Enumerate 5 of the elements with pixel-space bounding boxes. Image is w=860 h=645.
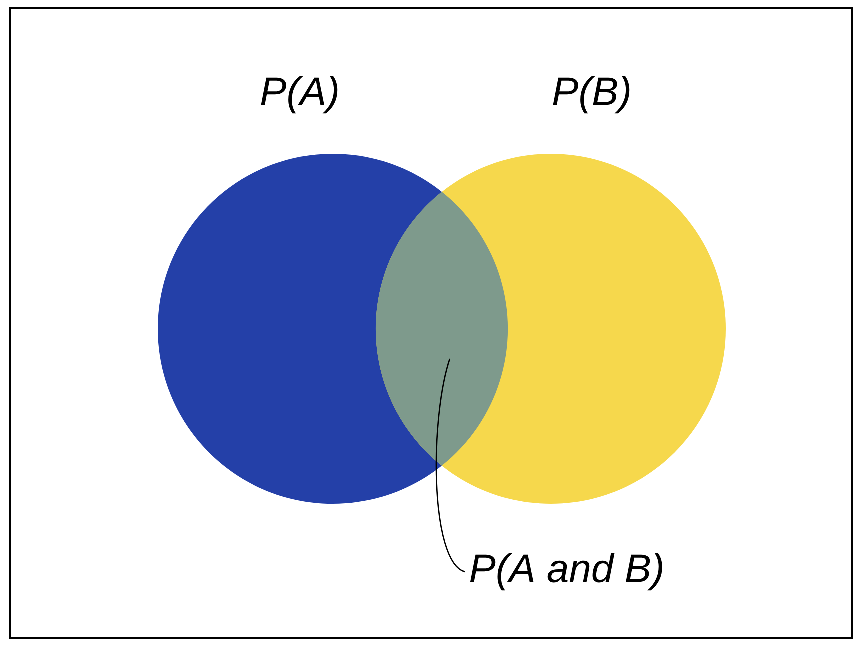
overlap-region	[376, 192, 508, 466]
circle-label: P(B)	[553, 76, 630, 114]
leader-line	[436, 358, 466, 573]
region-label: P(A and B)	[470, 553, 662, 591]
circle-label: P(A)	[261, 76, 338, 114]
